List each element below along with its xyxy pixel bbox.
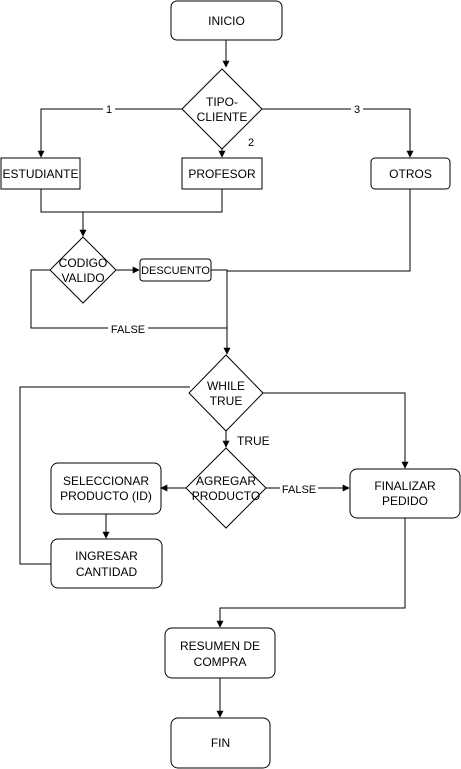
edge-otros-to-while bbox=[227, 189, 411, 272]
edge-tipo-cliente-to-otros bbox=[262, 108, 414, 158]
node-seleccionar-producto-line1: SELECCIONAR bbox=[63, 474, 149, 488]
node-while-true-line1: WHILE bbox=[207, 379, 245, 393]
node-codigo-valido-line1: CODIGO bbox=[59, 256, 108, 270]
node-fin: FIN bbox=[170, 717, 271, 769]
edge-label-2: 2 bbox=[248, 137, 254, 149]
node-descuento-label: DESCUENTO bbox=[141, 265, 210, 277]
node-resumen-compra-line1: RESUMEN DE bbox=[180, 639, 260, 653]
node-seleccionar-producto: SELECCIONAR PRODUCTO (ID) bbox=[50, 462, 162, 515]
node-tipo-cliente-line2: CLIENTE bbox=[197, 110, 248, 124]
node-profesor-label: PROFESOR bbox=[188, 167, 256, 181]
node-fin-label: FIN bbox=[211, 736, 230, 750]
node-ingresar-cantidad-line2: CANTIDAD bbox=[76, 565, 138, 579]
node-resumen-compra: RESUMEN DE COMPRA bbox=[164, 627, 276, 679]
node-finalizar-pedido: FINALIZAR PEDIDO bbox=[349, 468, 461, 519]
edge-label-true-while: TRUE bbox=[237, 434, 270, 448]
node-otros-label: OTROS bbox=[389, 167, 432, 181]
node-estudiante-label: ESTUDIANTE bbox=[2, 167, 78, 181]
node-tipo-cliente-line1: TIPO- bbox=[206, 95, 238, 109]
edge-label-false-codigo: FALSE bbox=[111, 324, 145, 336]
edge-ingresar-loop-to-while bbox=[19, 386, 190, 565]
node-codigo-valido: CODIGO VALIDO bbox=[49, 236, 117, 304]
node-agregar-producto: AGREGAR PRODUCTO bbox=[185, 447, 267, 529]
node-agregar-producto-line1: AGREGAR bbox=[196, 474, 256, 488]
edge-while-to-finalizar bbox=[263, 392, 409, 469]
edge-tipo-cliente-to-estudiante bbox=[37, 108, 184, 158]
node-finalizar-pedido-line1: FINALIZAR bbox=[374, 479, 436, 493]
node-ingresar-cantidad: INGRESAR CANTIDAD bbox=[50, 538, 163, 589]
edge-label-false-agregar: FALSE bbox=[282, 484, 316, 496]
node-resumen-compra-line2: COMPRA bbox=[194, 655, 247, 669]
edge-labels: 1 2 3 FALSE TRUE FALSE bbox=[103, 102, 363, 496]
edge-label-3: 3 bbox=[354, 104, 360, 116]
node-estudiante: ESTUDIANTE bbox=[0, 157, 81, 190]
node-codigo-valido-line2: VALIDO bbox=[61, 271, 104, 285]
node-ingresar-cantidad-line1: INGRESAR bbox=[75, 549, 138, 563]
node-tipo-cliente: TIPO- CLIENTE bbox=[181, 68, 263, 150]
edge-descuento-to-while bbox=[211, 269, 231, 355]
node-while-true: WHILE TRUE bbox=[188, 354, 264, 432]
node-profesor: PROFESOR bbox=[181, 157, 263, 190]
edge-label-1: 1 bbox=[106, 104, 112, 116]
node-while-true-line2: TRUE bbox=[210, 394, 243, 408]
node-inicio-label: INICIO bbox=[208, 14, 245, 28]
node-descuento: DESCUENTO bbox=[139, 258, 212, 282]
node-finalizar-pedido-line2: PEDIDO bbox=[382, 494, 428, 508]
node-agregar-producto-line2: PRODUCTO bbox=[192, 489, 260, 503]
edge-finalizar-to-resumen bbox=[216, 518, 406, 628]
node-otros: OTROS bbox=[370, 157, 451, 190]
node-inicio: INICIO bbox=[170, 0, 283, 41]
node-seleccionar-producto-line2: PRODUCTO (ID) bbox=[60, 489, 152, 503]
edge-estudiante-merge bbox=[40, 189, 223, 213]
